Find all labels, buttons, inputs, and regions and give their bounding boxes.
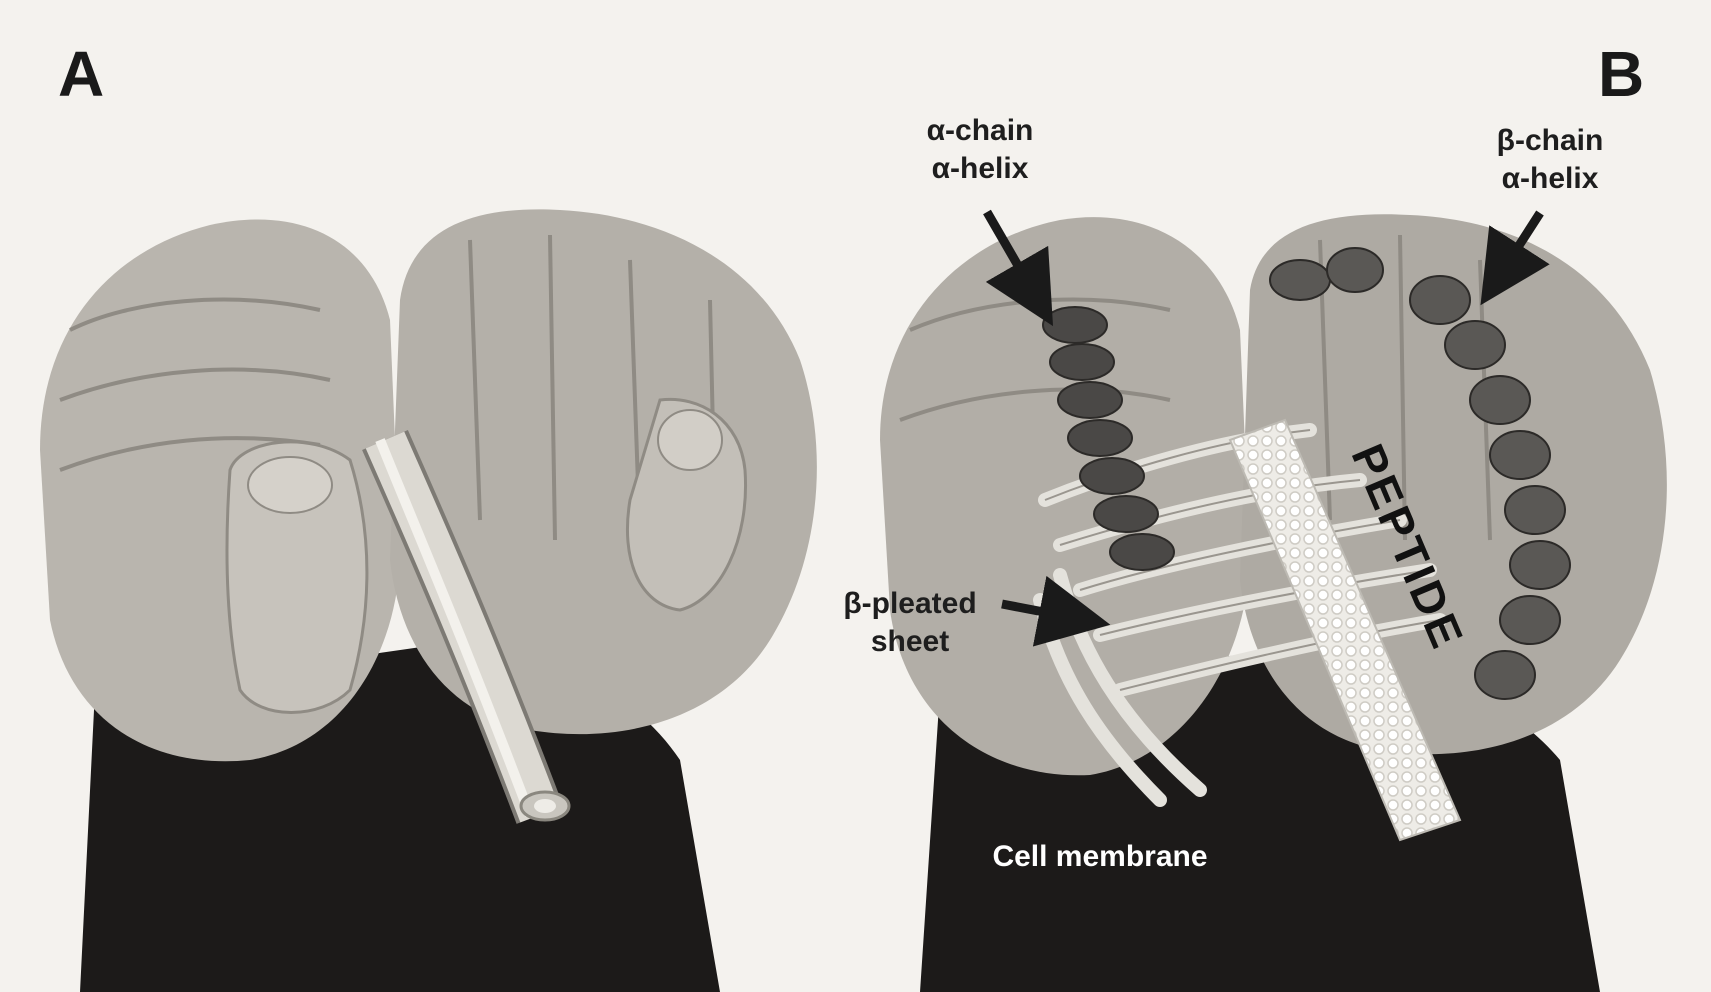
alpha-chain-title: α-chain — [880, 112, 1080, 150]
sheet-text: sheet — [820, 623, 1000, 661]
panel-label-b: B — [1598, 42, 1644, 106]
left-fist-a — [40, 219, 400, 761]
beta-pleated-sheet-label: β-pleated sheet — [820, 585, 1000, 661]
beta-chain-label: β-chain α-helix — [1450, 122, 1650, 198]
panel-label-a: A — [58, 42, 104, 106]
panel-a-illustration — [40, 209, 817, 992]
alpha-chain-label: α-chain α-helix — [880, 112, 1080, 188]
cell-membrane-label: Cell membrane — [960, 840, 1240, 874]
alpha-chain-helix-label: α-helix — [880, 150, 1080, 188]
beta-pleated-text: β-pleated — [820, 585, 1000, 623]
beta-chain-title: β-chain — [1450, 122, 1650, 160]
beta-chain-helix-label: α-helix — [1450, 160, 1650, 198]
